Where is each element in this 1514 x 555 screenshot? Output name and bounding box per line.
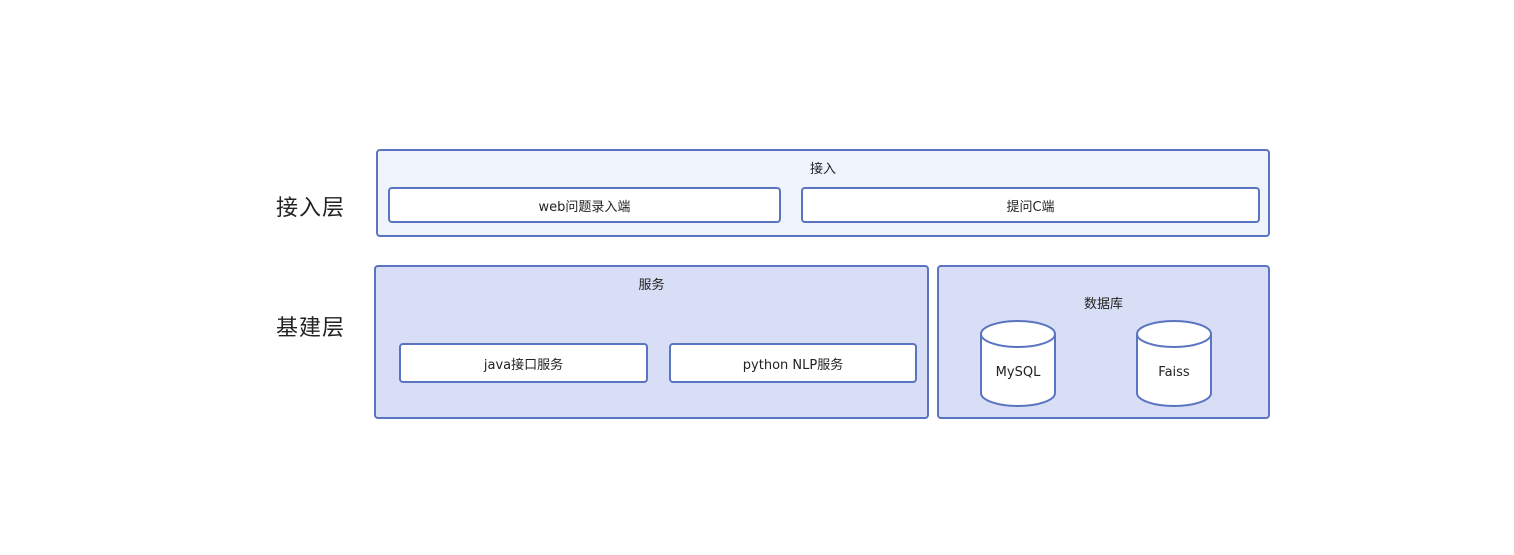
mysql-label: MySQL [995, 365, 1041, 380]
c-end-node: 提问C端 [801, 187, 1260, 223]
service-group: 服务 java接口服务 python NLP服务 [374, 265, 929, 419]
faiss-label: Faiss [1158, 365, 1190, 380]
web-input-node: web问题录入端 [388, 187, 781, 223]
database-cylinder-icon [1136, 320, 1212, 407]
access-group: 接入 web问题录入端 提问C端 [376, 149, 1270, 237]
database-cylinder-icon [980, 320, 1056, 407]
access-group-title: 接入 [809, 162, 836, 177]
access-layer-label: 接入层 [276, 196, 346, 221]
mysql-database: MySQL [979, 319, 1057, 409]
database-group-title: 数据库 [1083, 297, 1123, 312]
java-service-node: java接口服务 [399, 343, 648, 383]
service-group-title: 服务 [638, 278, 665, 293]
database-group: 数据库 MySQL Faiss [937, 265, 1270, 419]
faiss-database: Faiss [1135, 319, 1213, 409]
infra-layer-label: 基建层 [276, 316, 346, 341]
python-nlp-node: python NLP服务 [669, 343, 917, 383]
